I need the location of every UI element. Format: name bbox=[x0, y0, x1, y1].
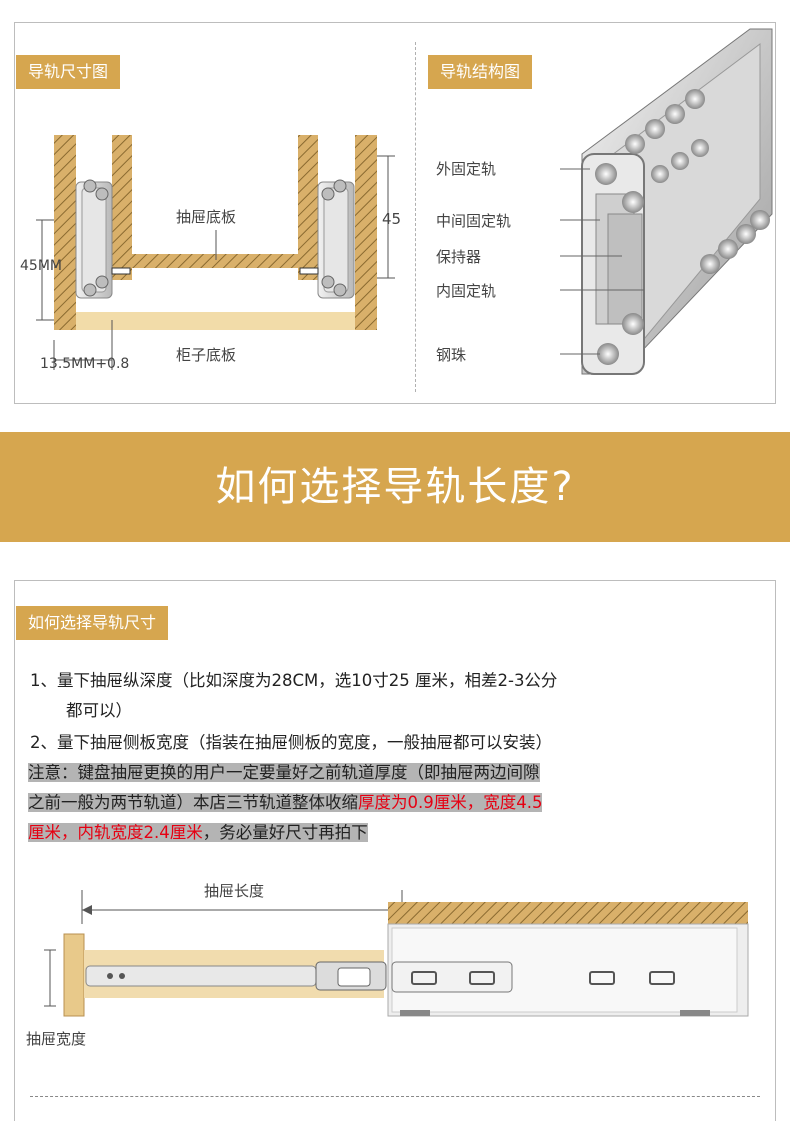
bottom-divider bbox=[30, 1096, 760, 1097]
note-line1: 注意：键盘抽屉更换的用户一定要量好之前轨道厚度（即抽屉两边间隙 bbox=[28, 763, 540, 782]
note-line2-gray: 之前一般为两节轨道）本店三节轨道整体收缩 bbox=[28, 793, 358, 812]
drawer-length-diagram bbox=[44, 890, 749, 1017]
drawer-bottom bbox=[132, 254, 298, 268]
banner-title: 如何选择导轨长度? bbox=[215, 464, 575, 510]
structure-label-inner: 内固定轨 bbox=[436, 282, 497, 300]
note-line3-red: 厘米，内轨宽度2.4厘米 bbox=[28, 823, 203, 842]
note-block: 注意：键盘抽屉更换的用户一定要量好之前轨道厚度（即抽屉两边间隙 之前一般为两节轨… bbox=[28, 758, 748, 848]
gap-label: 13.5MM+0.8 bbox=[40, 356, 130, 372]
step-2: 2、量下抽屉侧板宽度（指装在抽屉侧板的宽度，一般抽屉都可以安装） bbox=[30, 733, 552, 752]
drawer-side-left bbox=[112, 135, 132, 280]
cabinet-bottom bbox=[76, 312, 355, 330]
structure-label-ball: 钢珠 bbox=[436, 346, 467, 364]
drawer-width-label: 抽屉宽度 bbox=[26, 1030, 87, 1048]
structure-label-middle: 中间固定轨 bbox=[436, 212, 512, 230]
drawer-length-label: 抽屉长度 bbox=[204, 882, 265, 900]
note-line2-red: 厚度为0.9厘米，宽度4.5 bbox=[358, 793, 543, 812]
cabinet-wall-left bbox=[54, 135, 76, 330]
step-1: 1、量下抽屉纵深度（比如深度为28CM，选10寸25 厘米，相差2-3公分 都可… bbox=[30, 666, 750, 726]
cabinet-wall-right bbox=[355, 135, 377, 330]
dimension-tag: 导轨尺寸图 bbox=[16, 55, 121, 89]
cabinet-bottom-label: 柜子底板 bbox=[176, 346, 237, 364]
structure-tag: 导轨结构图 bbox=[428, 55, 533, 89]
step-1-line2: 都可以） bbox=[66, 701, 132, 720]
structure-label-outer: 外固定轨 bbox=[436, 160, 497, 178]
structure-label-retainer: 保持器 bbox=[436, 248, 482, 266]
selection-tag: 如何选择导轨尺寸 bbox=[16, 606, 169, 640]
note-line3-gray: ，务必量好尺寸再拍下 bbox=[202, 823, 368, 842]
drawer-side-right bbox=[298, 135, 318, 280]
rail-dimension-diagram bbox=[36, 135, 395, 370]
drawer-bottom-label: 抽屉底板 bbox=[176, 208, 237, 226]
rail-left bbox=[75, 179, 131, 299]
title-banner: 如何选择导轨长度? bbox=[0, 432, 790, 542]
height-right-label: 45 bbox=[382, 210, 402, 228]
rail-structure-diagram bbox=[560, 28, 773, 375]
step-1-line1: 1、量下抽屉纵深度（比如深度为28CM，选10寸25 厘米，相差2-3公分 bbox=[30, 671, 558, 690]
height-left-label: 45MM bbox=[20, 258, 62, 274]
selection-guide-panel bbox=[14, 580, 776, 1121]
rail-right bbox=[299, 179, 355, 299]
panel-divider bbox=[415, 42, 416, 392]
